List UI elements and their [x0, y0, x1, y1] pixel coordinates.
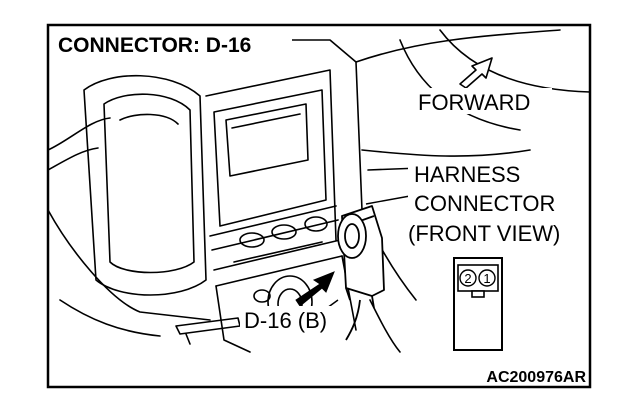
connector-pointer-arrow [295, 271, 335, 307]
forward-arrow-icon [459, 57, 493, 89]
harness-label-line2: CONNECTOR [414, 191, 555, 216]
pin-2 [459, 269, 477, 287]
forward-label: FORWARD [418, 90, 530, 115]
harness-label-line3: (FRONT VIEW) [408, 221, 560, 246]
pin-2-label: 2 [464, 271, 471, 286]
connector-body [337, 205, 385, 341]
diagram-title: CONNECTOR: D-16 [58, 34, 251, 57]
connector-front-view: 2 1 [453, 257, 503, 351]
pin-1-label: 1 [483, 271, 490, 286]
connector-label: D-16 (B) [244, 308, 327, 333]
figure-code: AC200976AR [486, 369, 586, 386]
harness-label-line1: HARNESS [414, 162, 520, 187]
pin-1 [478, 269, 496, 287]
